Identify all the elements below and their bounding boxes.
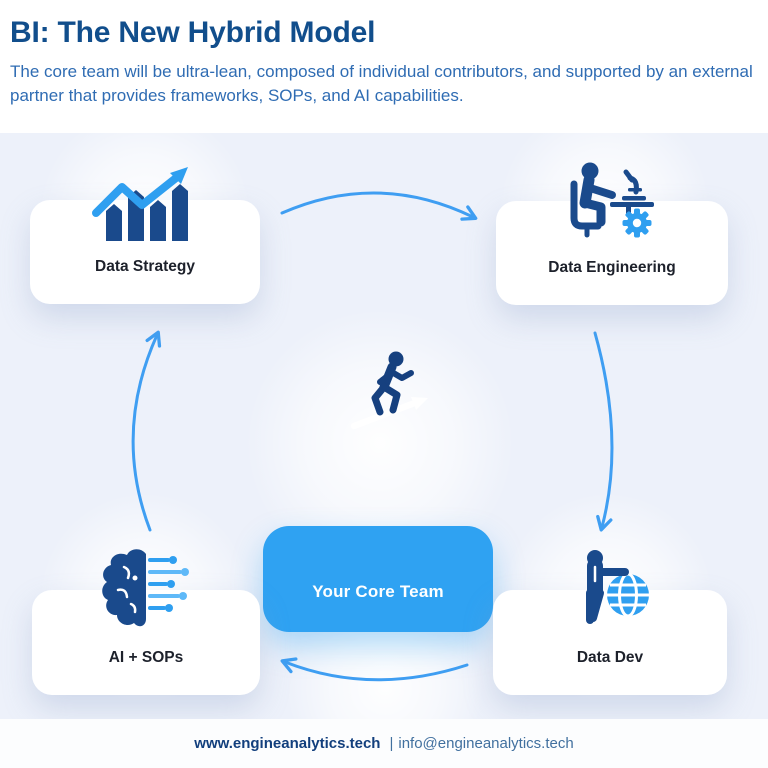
arrow-aisops-to-strategy xyxy=(131,330,162,532)
node-label: Data Strategy xyxy=(95,258,195,275)
page-title: BI: The New Hybrid Model xyxy=(10,16,376,49)
node-label: AI + SOPs xyxy=(108,648,184,666)
node-label: Data Dev xyxy=(576,648,644,666)
page-subtitle: The core team will be ultra-lean, compos… xyxy=(10,62,753,106)
card-data-engineering: Data Engineering xyxy=(496,201,728,305)
growth-bar-chart-icon xyxy=(92,167,188,241)
header: BI: The New Hybrid Model The core team w… xyxy=(0,0,768,133)
cycle-arrows xyxy=(131,191,614,682)
your-core-team-box: Your Core Team xyxy=(263,526,493,632)
center-label: Your Core Team xyxy=(312,582,444,601)
arrow-engineering-to-dev xyxy=(593,331,614,532)
node-label: Data Engineering xyxy=(548,259,676,276)
diagram-canvas: Data Strategy xyxy=(0,98,768,768)
arrow-dev-to-aisops xyxy=(280,657,469,682)
footer-email: info@engineanalytics.tech xyxy=(398,735,574,752)
person-with-globe-icon xyxy=(586,550,649,624)
engineer-workstation-icon xyxy=(570,162,654,238)
footer: www.engineanalytics.tech | info@enginean… xyxy=(0,719,768,768)
footer-website: www.engineanalytics.tech xyxy=(194,735,381,752)
card-data-strategy: Data Strategy xyxy=(30,200,260,304)
arrow-strategy-to-engineering xyxy=(280,191,478,221)
runner-growth-arrow-icon xyxy=(350,351,428,430)
ai-brain-circuit-icon xyxy=(102,549,189,627)
card-data-dev: Data Dev xyxy=(493,590,727,695)
footer-separator: | xyxy=(389,735,394,752)
